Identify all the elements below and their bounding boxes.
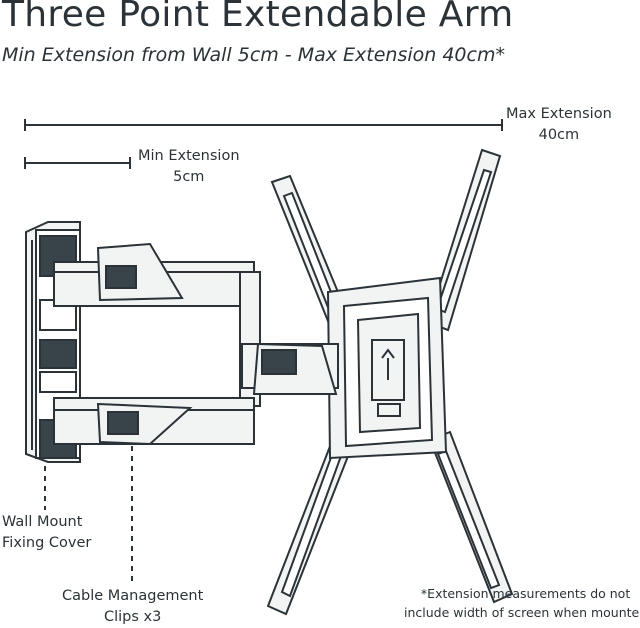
cable-clips-line2: Clips x3	[103, 609, 162, 625]
footnote-line1: *Extension measurements do not	[420, 586, 631, 601]
max-extension-dimension-line	[24, 119, 503, 131]
footnote-line2: include width of screen when mounted	[404, 605, 640, 620]
lower-arm	[53, 397, 255, 446]
min-extension-dimension-line	[24, 157, 131, 169]
cable-clips-label: Cable Management Clips x3	[62, 586, 203, 628]
min-extension-value: 5cm	[173, 169, 205, 185]
wall-cover-line2: Fixing Cover	[2, 535, 92, 551]
page-title: Three Point Extendable Arm	[2, 0, 514, 35]
page-subtitle: Min Extension from Wall 5cm - Max Extens…	[2, 44, 505, 66]
max-extension-label: Max Extension 40cm	[506, 104, 612, 146]
min-extension-text: Min Extension	[138, 148, 240, 164]
middle-arm	[241, 342, 339, 395]
wall-cover-label: Wall Mount Fixing Cover	[2, 512, 91, 554]
min-extension-label: Min Extension 5cm	[138, 146, 240, 188]
max-extension-value: 40cm	[538, 127, 580, 143]
footnote: *Extension measurements do not include w…	[404, 584, 640, 622]
vesa-bracket	[266, 148, 514, 616]
max-extension-text: Max Extension	[506, 106, 612, 122]
upper-arm	[53, 242, 261, 407]
wall-cover-line1: Wall Mount	[2, 514, 83, 530]
cable-clips-line1: Cable Management	[62, 588, 204, 604]
